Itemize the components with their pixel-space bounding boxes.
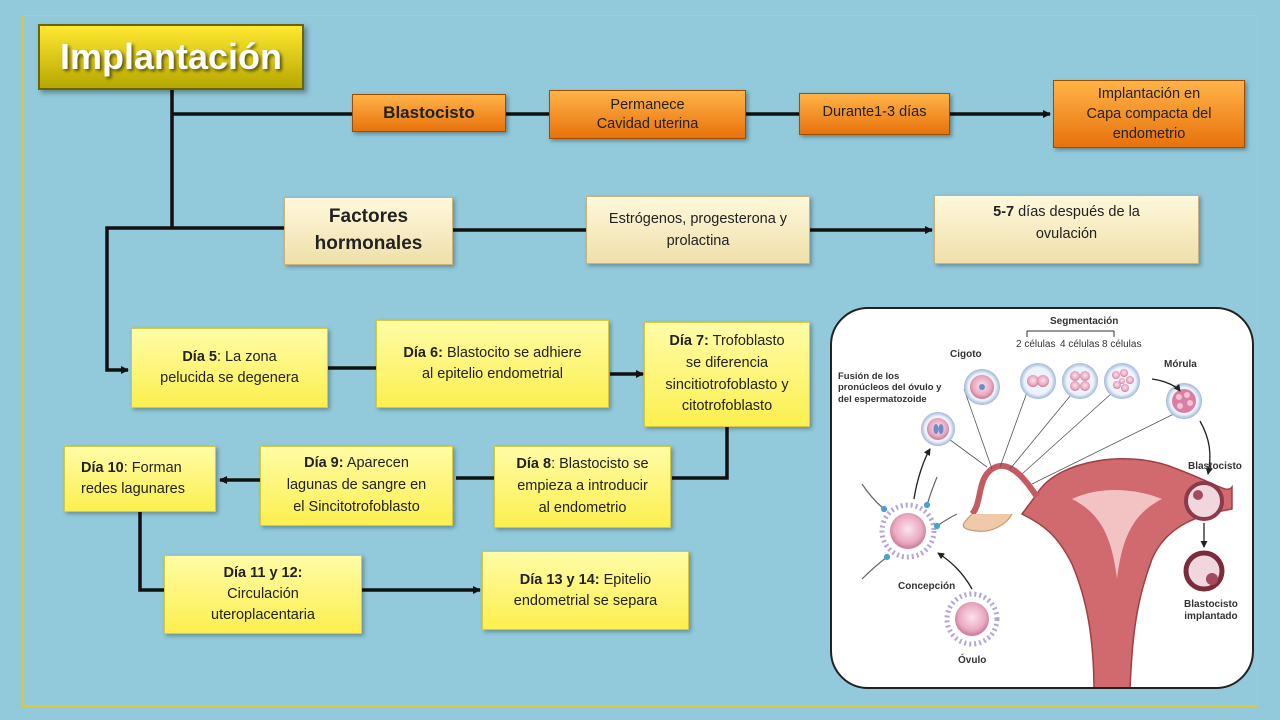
slide-frame [22,15,1258,707]
uterus-shape [1020,458,1233,687]
implantado-line1: Blastocisto [1184,599,1238,610]
dia-9-line3: el Sincitotrofoblasto [293,498,420,515]
dia-11-line2: Circulación [227,585,299,602]
hormonas-line1: Estrógenos, progesterona y [608,210,788,227]
dia-6-label: Día 6: [403,345,443,361]
dia-10-text: : Forman [123,459,182,476]
dia-9-box: Día 9: Aparecen lagunas de sangre en el Si… [260,446,453,526]
factores-hormonales-box: Factores hormonales [284,197,453,265]
implantado-line2: implantado [1184,611,1238,622]
implanted-cell [1183,550,1225,592]
dia-9-text: Aparecen [343,455,409,472]
dia-9-line1: Día 9: Aparecen [304,453,409,475]
fusion-cell [921,412,955,446]
dia-13-box: Día 13 y 14: Epitelio endometrial se sepa… [482,551,689,630]
dia-7-line2: se diferencia [685,354,769,371]
label-concepcion: Concepción [898,581,956,592]
ovulacion-days: 5-7 [993,204,1015,220]
blastocisto-label: Blastocisto [383,102,475,122]
dia-9-label: Día 9: [304,455,344,472]
cell-8 [1104,363,1140,399]
dia-10-line1: Día 10: Forman [81,458,182,479]
label-ovulo: Óvulo [958,655,987,666]
dia-10-box: Día 10: Forman redes lagunares [64,446,216,512]
dia-8-label: Día 8 [516,456,552,473]
dia-13-line1: Día 13 y 14: Epitelio [520,570,651,591]
blastocisto-cell [1184,481,1224,521]
dia-10-label: Día 10 [81,459,124,476]
ovulacion-line2: ovulación [1035,225,1098,242]
dia-5-box: Día 5: La zona pelucida se degenera [131,328,328,408]
dia-7-line1: Día 7: Trofoblasto [669,331,784,353]
dia-8-box: Día 8: Blastocisto se empieza a introduci… [494,446,671,528]
dia-7-text: Trofoblasto [708,333,785,349]
conception-cell [879,502,937,560]
dia-5-label: Día 5 [182,348,217,365]
factores-line2: hormonales [314,233,423,254]
morula-cell [1166,383,1202,419]
duracion-label: Durante1-3 días [822,104,927,120]
label-2-celulas: 2 células [1016,339,1056,350]
dia-8-text: : Blastocisto se [551,456,649,473]
dia-11-box: Día 11 y 12: Circulación uteroplacentaria [164,555,362,634]
dia-5-line2: pelucida se degenera [160,370,299,386]
dia-9-line2: lagunas de sangre en [286,477,427,494]
label-morula: Mórula [1164,359,1197,370]
cell-2 [1020,363,1056,399]
dia-6-text: Blastocito se adhiere [442,345,582,361]
page-title: Implantación [38,24,304,90]
permanece-line1: Permanece [610,96,685,113]
dia-13-text: Epitelio [599,572,652,588]
dia-7-label: Día 7: [669,333,709,349]
dia-5-text: : La zona [217,348,277,365]
dia-5-line1: Día 5: La zona [182,347,276,368]
factores-line1: Factores [328,206,409,228]
ovulacion-text: días después de la [1014,204,1140,220]
fusion-line3: del espermatozoide [838,393,927,405]
capa-line3: endometrio [1112,126,1186,143]
cell-4 [1062,363,1098,399]
capa-line2: Capa compacta del [1086,105,1212,122]
hormonas-box: Estrógenos, progesterona y prolactina [586,196,810,264]
dia-8-line2: empieza a introducir [517,478,648,495]
dia-6-line1: Día 6: Blastocito se adhiere [403,343,581,364]
hormonas-line2: prolactina [666,233,730,249]
implantacion-capa-box: Implantación en Capa compacta del endometr… [1053,80,1245,148]
dia-10-line2: redes lagunares [81,481,185,497]
label-blastocisto: Blastocisto [1188,461,1242,472]
dia-8-line1: Día 8: Blastocisto se [516,454,648,476]
blastocisto-box: Blastocisto [352,94,506,132]
duracion-box: Durante1-3 días [799,93,950,135]
fusion-line2: pronúcleos del óvulo y [838,382,942,394]
dia-8-line3: al endometrio [538,499,627,516]
dia-7-line4: citotrofoblasto [681,398,773,415]
implantation-illustration: Segmentación Cigoto 2 células 4 células … [830,307,1254,689]
cigoto-cell [964,369,1000,405]
dia-6-line2: al epitelio endometrial [421,366,564,383]
label-4-celulas: 4 células [1060,339,1100,350]
uterine-cavity [1072,490,1162,579]
dia-6-box: Día 6: Blastocito se adhiere al epitelio … [376,320,609,408]
ovulo-cell [944,591,1000,647]
label-8-celulas: 8 células [1102,339,1142,350]
dia-13-line2: endometrial se separa [513,593,658,610]
illustration-drawing [861,330,1233,687]
permanece-line2: Cavidad uterina [596,115,699,132]
dia-7-line3: sincitiotrofoblasto y [665,376,789,393]
dia-13-label: Día 13 y 14: [519,572,600,588]
label-segmentacion: Segmentación [1050,316,1119,327]
dia-11-label: Día 11 y 12: [223,564,303,581]
label-cigoto: Cigoto [950,349,982,360]
ovulacion-line1: 5-7 días después de la [993,202,1140,224]
dia-11-line3: uteroplacentaria [211,607,315,623]
fusion-line1: Fusión de los [838,371,900,382]
capa-line1: Implantación en [1097,85,1201,102]
